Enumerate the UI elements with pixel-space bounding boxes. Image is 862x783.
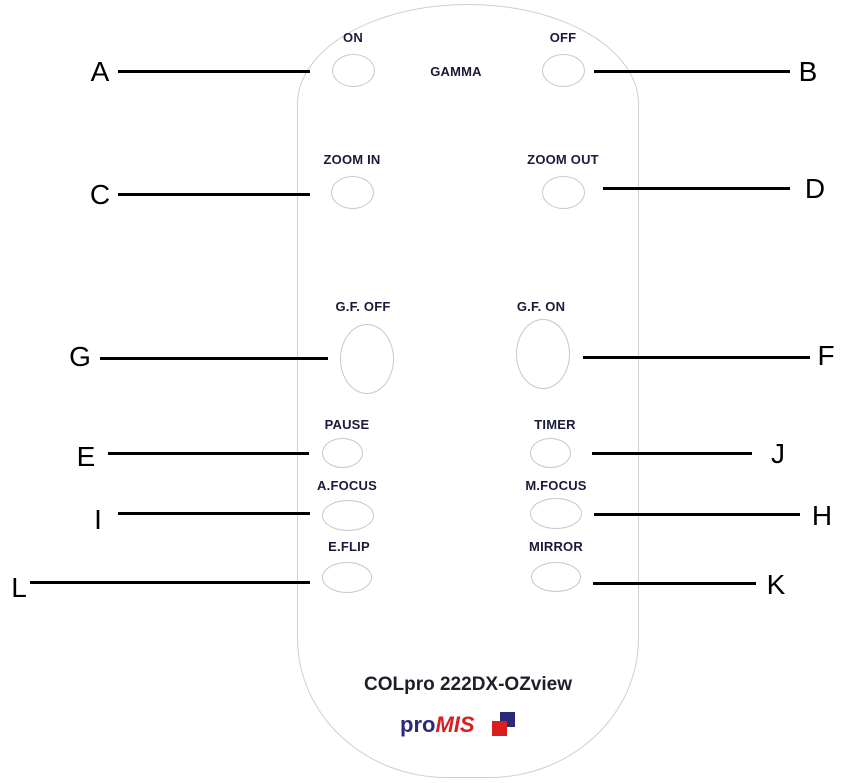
gf-on-label: G.F. ON bbox=[516, 299, 566, 314]
on-leader-line bbox=[118, 70, 310, 73]
a-focus-callout-letter: I bbox=[94, 504, 102, 535]
off-callout-letter: B bbox=[798, 56, 818, 87]
timer-leader-line bbox=[592, 452, 752, 455]
gf-on-button[interactable] bbox=[516, 319, 570, 389]
mirror-callout-letter: K bbox=[766, 569, 786, 600]
e-flip-leader-line bbox=[30, 581, 310, 584]
e-flip-callout-letter: L bbox=[11, 572, 27, 603]
a-focus-leader-line bbox=[118, 512, 310, 515]
timer-label: TIMER bbox=[534, 417, 576, 432]
mirror-button[interactable] bbox=[531, 562, 581, 592]
brand-name: proMIS bbox=[400, 712, 475, 738]
mirror-label: MIRROR bbox=[529, 539, 583, 554]
logo-square-red bbox=[492, 721, 507, 736]
zoom-in-button[interactable] bbox=[331, 176, 374, 209]
gf-on-leader-line bbox=[583, 356, 810, 359]
zoom-out-label: ZOOM OUT bbox=[527, 152, 599, 167]
mirror-leader-line bbox=[593, 582, 756, 585]
e-flip-button[interactable] bbox=[322, 562, 372, 593]
pause-label: PAUSE bbox=[324, 417, 370, 432]
off-label: OFF bbox=[549, 30, 577, 45]
m-focus-leader-line bbox=[594, 513, 800, 516]
zoom-out-callout-letter: D bbox=[804, 173, 826, 204]
m-focus-button[interactable] bbox=[530, 498, 582, 529]
a-focus-label: A.FOCUS bbox=[317, 478, 377, 493]
pause-button[interactable] bbox=[322, 438, 363, 468]
m-focus-callout-letter: H bbox=[811, 500, 833, 531]
m-focus-label: M.FOCUS bbox=[525, 478, 587, 493]
e-flip-label: E.FLIP bbox=[328, 539, 370, 554]
gf-on-callout-letter: F bbox=[817, 340, 835, 371]
zoom-out-leader-line bbox=[603, 187, 790, 190]
zoom-in-leader-line bbox=[118, 193, 310, 196]
pause-callout-letter: E bbox=[76, 441, 96, 472]
brand-suffix: MIS bbox=[435, 712, 475, 737]
gf-off-button[interactable] bbox=[340, 324, 394, 394]
remote-body bbox=[297, 4, 639, 778]
gf-off-callout-letter: G bbox=[69, 341, 91, 372]
timer-callout-letter: J bbox=[771, 438, 785, 469]
gamma-label: GAMMA bbox=[430, 64, 482, 79]
on-label: ON bbox=[343, 30, 363, 45]
on-button[interactable] bbox=[332, 54, 375, 87]
zoom-out-button[interactable] bbox=[542, 176, 585, 209]
brand-prefix: pro bbox=[400, 712, 436, 737]
zoom-in-label: ZOOM IN bbox=[323, 152, 381, 167]
off-button[interactable] bbox=[542, 54, 585, 87]
model-name: COLpro 222DX-OZview bbox=[364, 674, 572, 695]
gf-off-label: G.F. OFF bbox=[335, 299, 391, 314]
gf-off-leader-line bbox=[100, 357, 328, 360]
zoom-in-callout-letter: C bbox=[89, 179, 111, 210]
pause-leader-line bbox=[108, 452, 309, 455]
on-callout-letter: A bbox=[90, 56, 110, 87]
brand-logo-icon bbox=[492, 712, 518, 738]
off-leader-line bbox=[594, 70, 790, 73]
a-focus-button[interactable] bbox=[322, 500, 374, 531]
timer-button[interactable] bbox=[530, 438, 571, 468]
